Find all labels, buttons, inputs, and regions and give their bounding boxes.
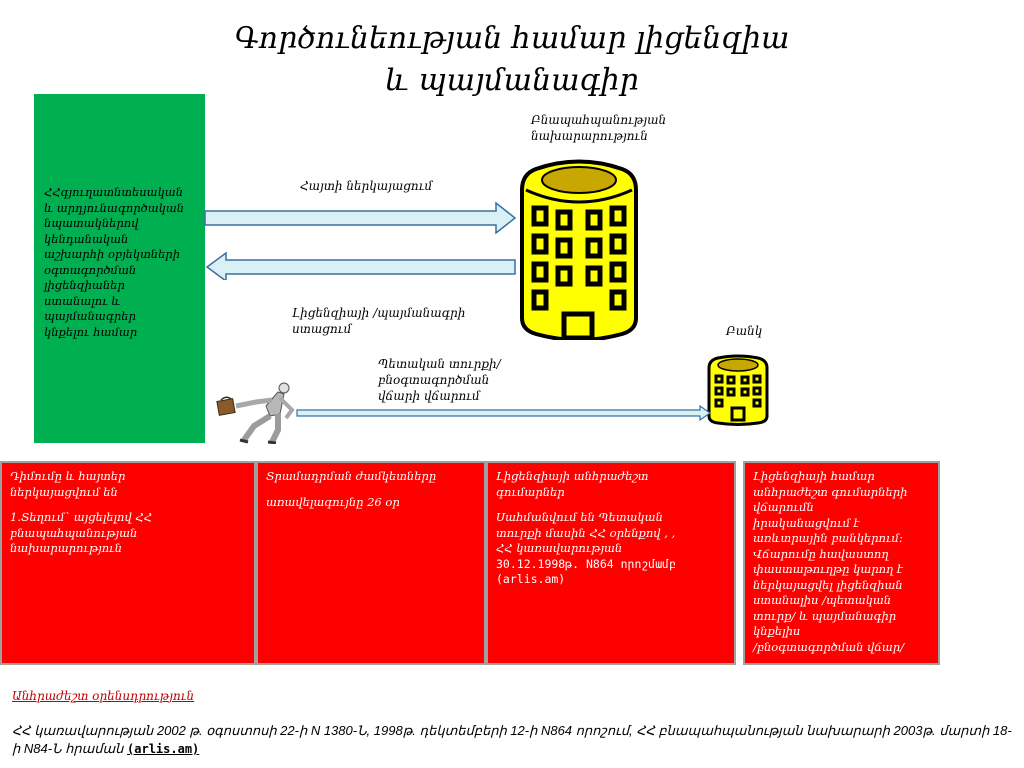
arrow-left-icon bbox=[205, 251, 516, 280]
box-line: իրականացվում է bbox=[753, 515, 860, 530]
ministry-label: Բնապահպանության նախարարություն bbox=[531, 112, 666, 144]
deadline-box-para: Տրամադրման ժամկետները bbox=[266, 469, 437, 483]
panel-line: պայմանագրեր bbox=[44, 309, 136, 323]
panel-line: նպատակներով bbox=[44, 216, 139, 230]
requirements-text: ՀՀ կառավարության 2002 թ. օգոստոսի 22-ի N… bbox=[12, 722, 1012, 758]
box-line: վճարումն bbox=[753, 500, 814, 514]
box-line: կնքելիս bbox=[753, 624, 801, 638]
box-line: /բնօգտագործման վճար/ bbox=[753, 639, 905, 654]
panel-line: ՀՀգյուղատնտեսական bbox=[44, 185, 184, 199]
panel-line: ստանալու և bbox=[44, 293, 121, 308]
payment-box-text: Լիցենզիայի համար անհրաժեշտ գումարների վճ… bbox=[753, 469, 930, 655]
requirements-body: ՀՀ կառավարության 2002 թ. օգոստոսի 22-ի N… bbox=[12, 723, 1012, 756]
arrows-graphic bbox=[204, 201, 517, 280]
fee-payment-line: Պետական տուրքի/ bbox=[378, 357, 501, 371]
submission-box: Դիմումը և հայտեր ներկայացվում են 1.Տեղու… bbox=[0, 461, 256, 665]
box-line: 1.Տեղում` այցելելով ՀՀ bbox=[10, 510, 152, 524]
fees-box: Լիցենզիայի անհրաժեշտ գումարներ Սահմանվու… bbox=[486, 461, 736, 665]
application-label: Հայտի ներկայացում bbox=[300, 179, 433, 193]
applicant-panel-text: ՀՀգյուղատնտեսական և արդյունագործական նպա… bbox=[44, 185, 202, 340]
panel-line: օգտագործման bbox=[44, 262, 137, 277]
panel-line: կենդանական bbox=[44, 231, 129, 246]
arlis-link[interactable]: (arlis.am) bbox=[496, 572, 566, 586]
bank-building-icon bbox=[707, 354, 769, 426]
box-line: առևտրային բանկերում: bbox=[753, 531, 903, 545]
box-line: տուրքի մասին ՀՀ օրենքով , , bbox=[496, 525, 676, 540]
fee-payment-line: վճարի վճարում bbox=[378, 389, 480, 403]
submission-box-para: Դիմումը և հայտեր ներկայացվում են bbox=[10, 469, 246, 500]
arrow-right-icon bbox=[204, 201, 517, 235]
deadline-box: Տրամադրման ժամկետները առավելագույնը 26 օ… bbox=[256, 461, 486, 665]
box-line: Դիմումը և հայտեր bbox=[10, 469, 126, 483]
payment-arrow-graphic bbox=[296, 404, 712, 422]
deadline-box-para: առավելագույնը 26 օր bbox=[266, 494, 400, 509]
box-line: նախարարություն bbox=[10, 541, 123, 555]
box-line: անհրաժեշտ գումարների bbox=[753, 484, 908, 499]
box-line: տուրք/ և պայմանագիր bbox=[753, 608, 897, 623]
box-line: 30.12.1998թ. N864 որոշմամբ bbox=[496, 556, 677, 571]
requirements-link[interactable]: (arlis.am) bbox=[127, 742, 200, 756]
fee-payment-line: բնօգտագործման bbox=[378, 373, 490, 387]
panel-line: լիցենզիաներ bbox=[44, 278, 125, 292]
box-line: գումարներ bbox=[496, 484, 565, 499]
license-receipt-line: Լիցենզիայի /պայմանագրի bbox=[292, 306, 466, 320]
box-line: Սահմանվում են Պետական bbox=[496, 510, 663, 524]
panel-line: աշխարհի օբյեկտների bbox=[44, 247, 181, 261]
ministry-label-line: Բնապահպանության bbox=[531, 113, 667, 127]
applicant-panel bbox=[34, 94, 205, 443]
payment-box: Լիցենզիայի համար անհրաժեշտ գումարների վճ… bbox=[743, 461, 940, 665]
box-line: Լիցենզիայի անհրաժեշտ bbox=[496, 469, 649, 483]
box-line: բնապահպանության bbox=[10, 525, 138, 540]
panel-line: կնքելու համար bbox=[44, 324, 138, 339]
title-line-1: Գործունեության համար լիցենզիա bbox=[234, 21, 790, 56]
box-line: ՀՀ կառավարության bbox=[496, 541, 623, 555]
box-line: ներկայացվում են bbox=[10, 484, 118, 499]
box-line: ստանալիս /պետական bbox=[753, 593, 892, 607]
building-icon bbox=[520, 159, 638, 340]
box-line: փաստաթուղթը կարող է bbox=[753, 562, 903, 576]
arrow-right-icon bbox=[296, 404, 712, 422]
page-title: Գործունեության համար լիցենզիա և պայմանագ… bbox=[0, 18, 1024, 102]
fees-box-para: Սահմանվում են Պետական տուրքի մասին ՀՀ օր… bbox=[496, 510, 726, 588]
bank-label: Բանկ bbox=[726, 324, 763, 338]
panel-line: և արդյունագործական bbox=[44, 200, 185, 215]
ministry-label-line: նախարարություն bbox=[531, 129, 648, 143]
fees-box-para: Լիցենզիայի անհրաժեշտ գումարներ bbox=[496, 469, 726, 500]
businessman-icon bbox=[216, 382, 295, 444]
box-line: Լիցենզիայի համար bbox=[753, 469, 875, 483]
box-line: Վճարումը հավաստող bbox=[753, 546, 889, 561]
license-receipt-label: Լիցենզիայի /պայմանագրի ստացում bbox=[292, 305, 465, 337]
license-receipt-line: ստացում bbox=[292, 322, 352, 336]
title-line-2: և պայմանագիր bbox=[385, 63, 639, 98]
fee-payment-label: Պետական տուրքի/ բնօգտագործման վճարի վճար… bbox=[378, 356, 501, 404]
requirements-title: Անհրաժեշտ օրենսդրություն bbox=[12, 689, 195, 703]
box-line: ներկայացվել լիցենզիան bbox=[753, 577, 903, 592]
submission-box-para: 1.Տեղում` այցելելով ՀՀ բնապահպանության ն… bbox=[10, 510, 246, 557]
